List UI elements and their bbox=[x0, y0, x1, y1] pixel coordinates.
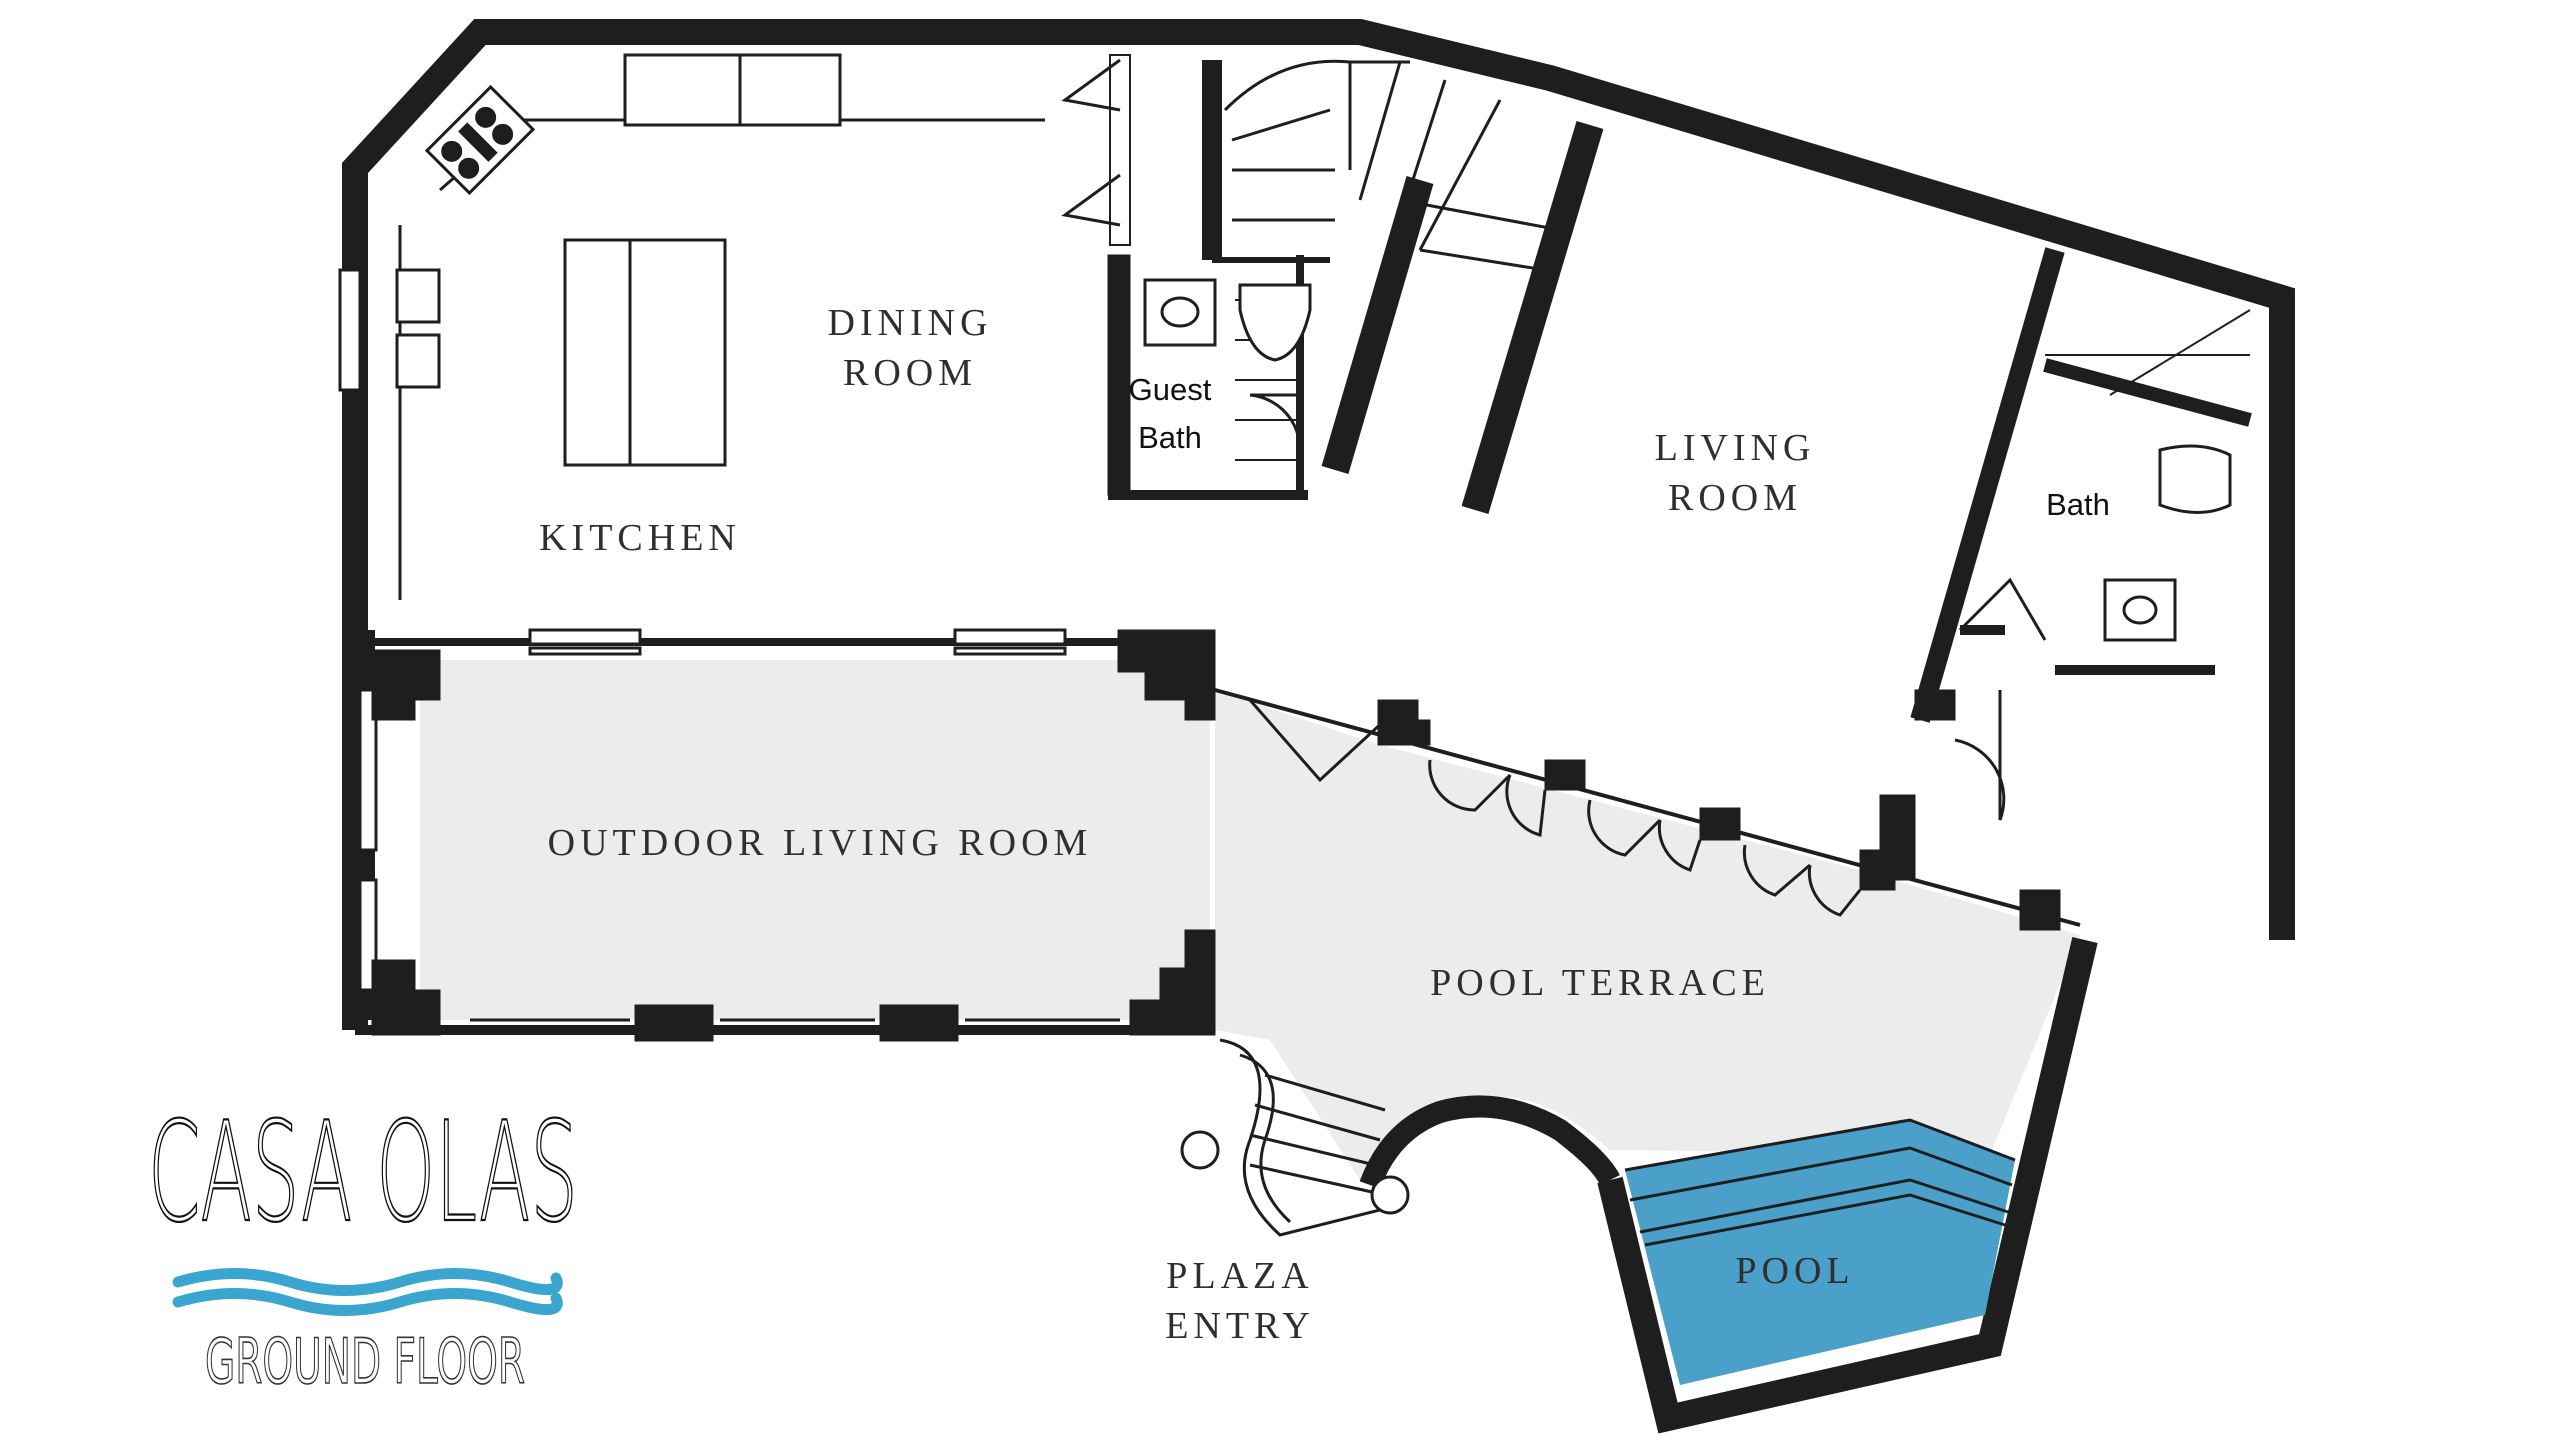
label-living-line1: LIVING bbox=[1655, 427, 1816, 469]
brand-subtitle: GROUND FLOOR bbox=[205, 1325, 525, 1398]
label-pool-terrace: POOL TERRACE bbox=[1430, 962, 1770, 1004]
entry-steps bbox=[1180, 1038, 1410, 1237]
bath-fixtures bbox=[1143, 278, 2232, 642]
label-dining-line1: DINING bbox=[827, 302, 992, 344]
wall-right-pool bbox=[1597, 937, 2098, 1434]
label-pool: POOL bbox=[1735, 1250, 1854, 1292]
doors bbox=[470, 54, 2251, 1032]
pool-terrace-floor bbox=[1215, 690, 2080, 1180]
floor-fills bbox=[420, 660, 2080, 1180]
kitchen-sink bbox=[395, 268, 441, 324]
kitchen-fixtures bbox=[395, 53, 1045, 600]
stove-icon bbox=[424, 84, 536, 196]
pool-area bbox=[1359, 1095, 2016, 1385]
guest-bath-toilet bbox=[1238, 283, 1312, 362]
left-wall-details bbox=[338, 268, 378, 1020]
label-kitchen: KITCHEN bbox=[539, 517, 741, 559]
label-guest-bath-line2: Bath bbox=[1138, 420, 1202, 455]
interior-walls bbox=[355, 60, 2252, 1042]
label-dining-line2: ROOM bbox=[843, 352, 977, 394]
room-labels: DINING ROOM KITCHEN Guest Bath LIVING RO… bbox=[539, 302, 2110, 1347]
label-bath: Bath bbox=[2046, 487, 2110, 522]
terrace-curve bbox=[1359, 1095, 1620, 1189]
wall-top-left bbox=[342, 19, 2295, 1030]
outdoor-living-floor bbox=[420, 660, 1210, 1020]
label-plaza-entry-line2: ENTRY bbox=[1165, 1305, 1315, 1347]
brand-title: CASA OLAS bbox=[148, 1092, 578, 1253]
label-living-line2: ROOM bbox=[1668, 477, 1802, 519]
label-plaza-entry-line1: PLAZA bbox=[1166, 1255, 1313, 1297]
bath-toilet bbox=[2158, 444, 2232, 514]
brand-logo: CASA OLAS GROUND FLOOR bbox=[147, 1091, 579, 1399]
wave-icon bbox=[172, 1268, 563, 1316]
label-outdoor-living: OUTDOOR LIVING ROOM bbox=[548, 822, 1093, 864]
label-guest-bath-line1: Guest bbox=[1129, 372, 1212, 407]
kitchen-island bbox=[563, 238, 727, 467]
pool-water bbox=[1625, 1120, 2015, 1385]
stairs bbox=[1223, 59, 1561, 461]
